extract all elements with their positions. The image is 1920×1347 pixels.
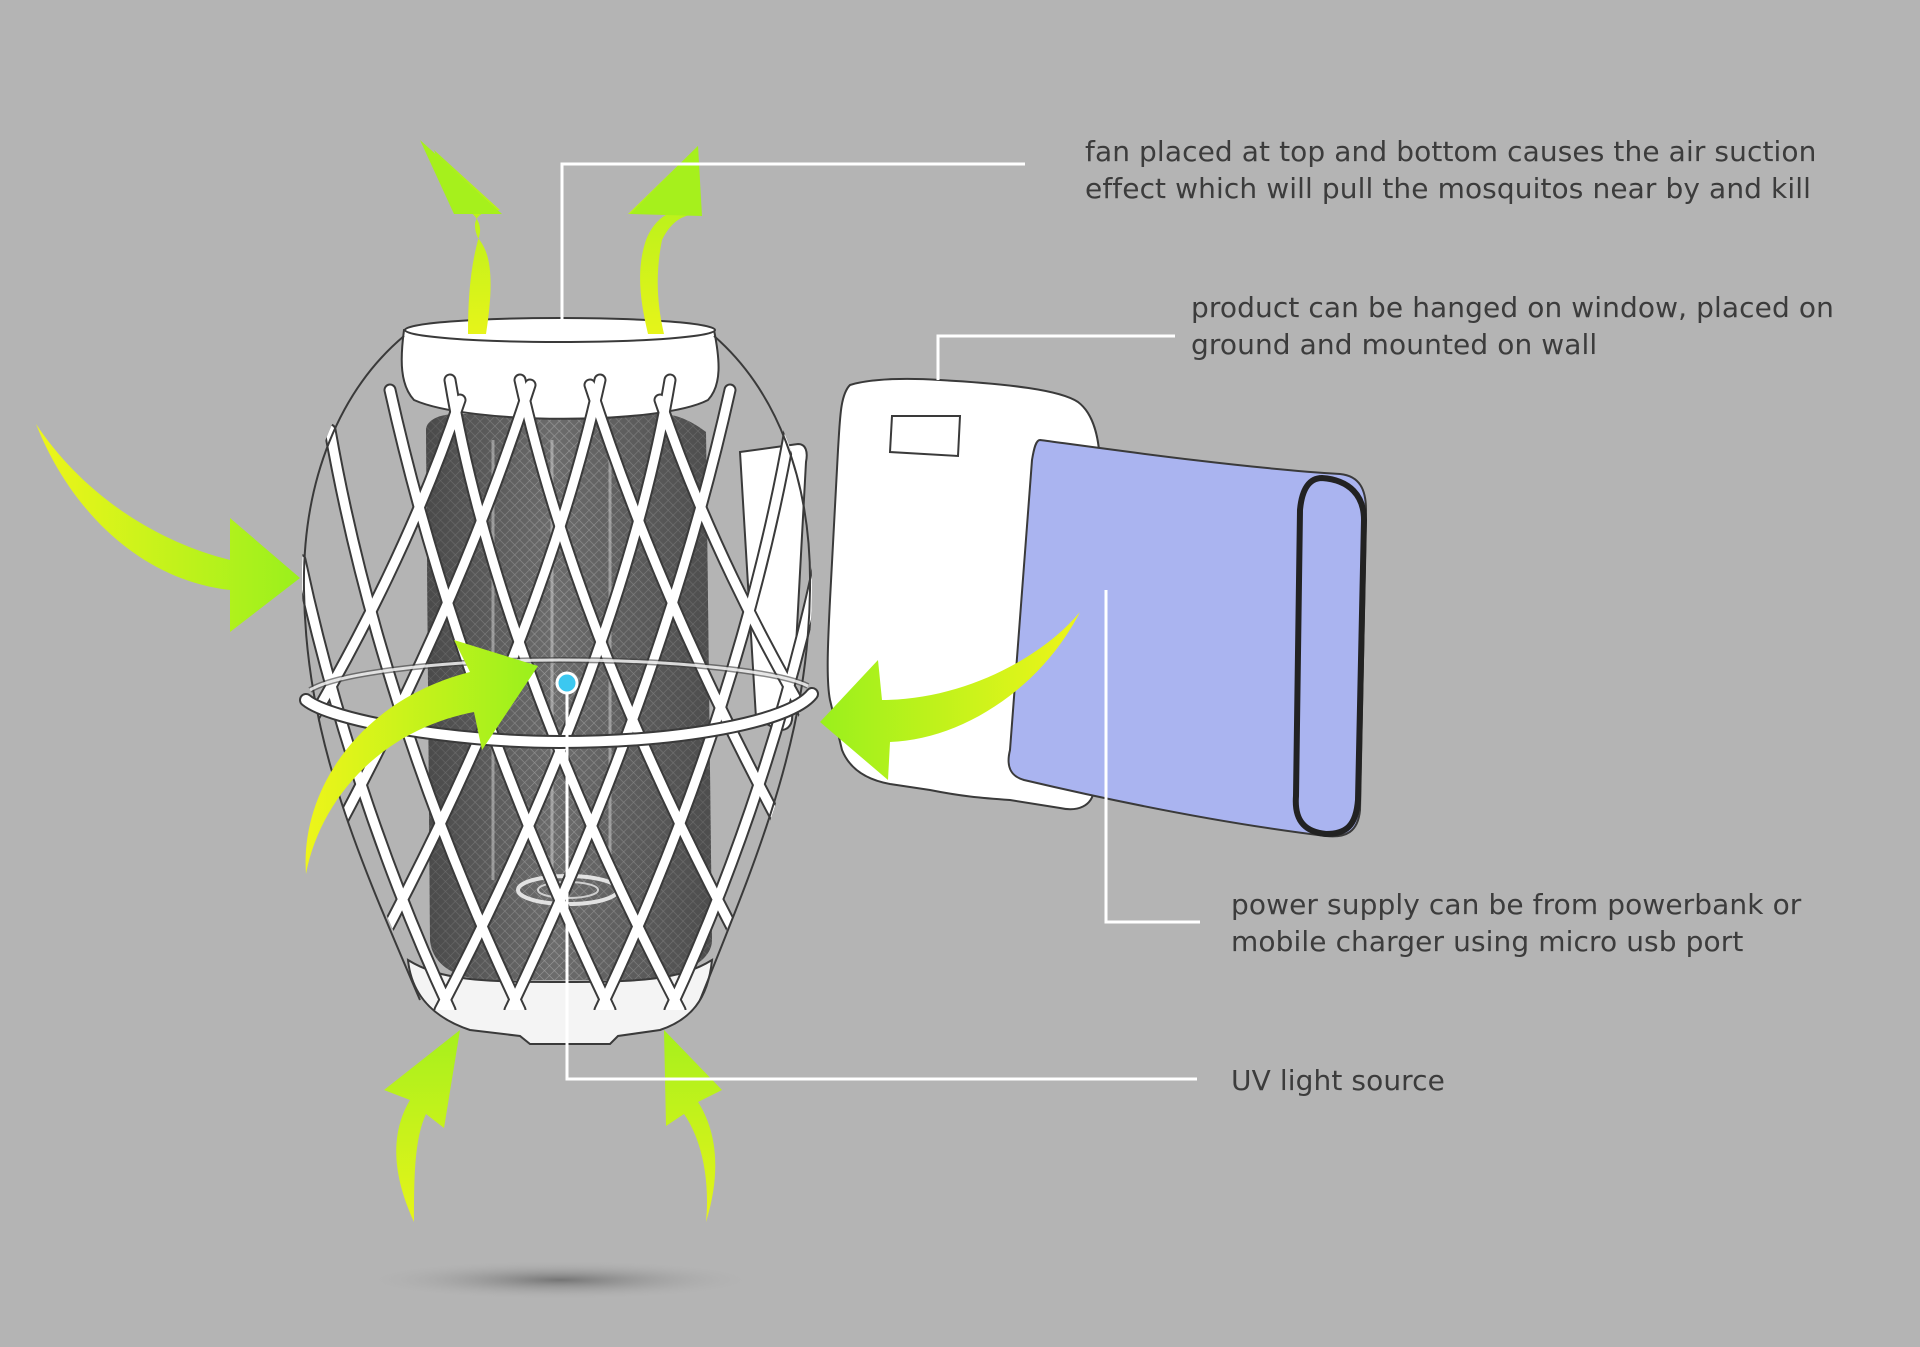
airflow-arrow-up-left [434,150,500,334]
bottom-base [406,958,714,1045]
annotation-mounting-line1: product can be hanged on window, placed … [1191,291,1834,324]
equator-ring [299,656,819,750]
airflow-arrow-bottom-right [664,1030,722,1222]
annotation-uv-line1: UV light source [1231,1064,1445,1097]
annotation-power-line1: power supply can be from powerbank or [1231,888,1802,921]
hanging-tab [888,415,962,458]
leader-line-mount [936,334,1175,380]
product-shadow [360,1260,760,1300]
annotation-uv-light: UV light source [1231,1062,1445,1099]
airflow-arrow-bottom-left [384,1030,460,1222]
annotation-fan-line2: effect which will pull the mosquitos nea… [1085,172,1811,205]
annotation-power-supply: power supply can be from powerbank or mo… [1231,886,1801,960]
mounting-clip-and-powerbank [826,377,1368,838]
mosquito-trap-body [299,317,819,1045]
leader-line-fan [560,162,1025,330]
leader-lines [560,162,1200,1081]
airflow-arrow-left [36,424,300,632]
annotation-mounting: product can be hanged on window, placed … [1191,289,1834,363]
annotation-fan-line1: fan placed at top and bottom causes the … [1085,135,1817,168]
annotation-fan: fan placed at top and bottom causes the … [1085,133,1817,207]
leader-line-uv [565,693,1197,1081]
leader-line-power [1104,590,1200,924]
top-fan-opening [404,317,716,343]
annotation-power-line2: mobile charger using micro usb port [1231,925,1744,958]
airflow-arrow-right [820,612,1080,780]
airflow-arrow-inner [305,640,538,874]
uv-light-source [555,671,579,695]
annotation-mounting-line2: ground and mounted on wall [1191,328,1598,361]
